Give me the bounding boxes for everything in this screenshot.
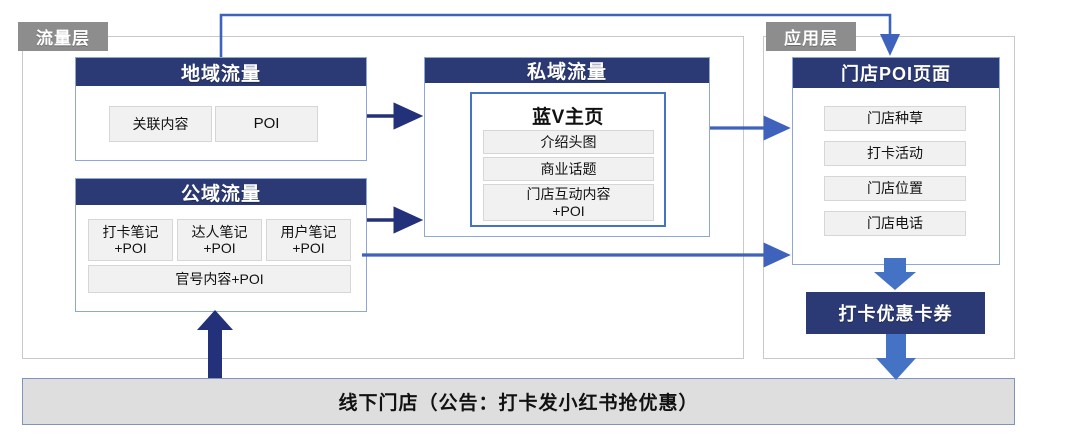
chip-private-2[interactable]: 门店互动内容 +POI [483,184,654,221]
chip-public-2[interactable]: 用户笔记 +POI [266,219,351,261]
panel-body-public-traffic: 打卡笔记 +POI 达人笔记 +POI 用户笔记 +POI 官号内容+POI [76,205,366,311]
chip-store-1[interactable]: 打卡活动 [824,141,966,166]
chip-regional-0[interactable]: 关联内容 [109,106,212,142]
chip-regional-1[interactable]: POI [215,106,318,142]
panel-title-private-traffic: 私域流量 [425,58,709,83]
panel-private-traffic[interactable]: 私域流量 蓝V主页 介绍头图 商业话题 门店互动内容 +POI [424,57,710,237]
chip-store-2[interactable]: 门店位置 [824,176,966,201]
panel-body-regional-traffic: 关联内容 POI [76,86,366,160]
offline-store-bar[interactable]: 线下门店（公告：打卡发小红书抢优惠） [22,378,1015,425]
panel-title-public-traffic: 公域流量 [76,179,366,205]
panel-title-regional-traffic: 地域流量 [76,58,366,86]
inner-title-blue-v-homepage: 蓝V主页 [532,107,604,128]
coupon-card-button[interactable]: 打卡优惠卡券 [806,292,985,334]
chip-store-3[interactable]: 门店电话 [824,211,966,236]
layer-tag-traffic: 流量层 [18,22,108,51]
chip-store-0[interactable]: 门店种草 [824,106,966,131]
panel-regional-traffic[interactable]: 地域流量 关联内容 POI [75,57,367,161]
chip-public-0[interactable]: 打卡笔记 +POI [88,219,173,261]
inner-box-blue-v-homepage[interactable]: 蓝V主页 介绍头图 商业话题 门店互动内容 +POI [470,92,666,227]
chip-private-0[interactable]: 介绍头图 [483,130,654,154]
panel-store-poi-page[interactable]: 门店POI页面 门店种草 打卡活动 门店位置 门店电话 [792,57,1000,265]
panel-body-store-poi-page: 门店种草 打卡活动 门店位置 门店电话 [793,88,999,266]
layer-tag-application: 应用层 [766,22,856,51]
chip-private-1[interactable]: 商业话题 [483,157,654,181]
chip-public-3[interactable]: 官号内容+POI [88,265,351,293]
panel-public-traffic[interactable]: 公域流量 打卡笔记 +POI 达人笔记 +POI 用户笔记 +POI 官号内容+… [75,178,367,312]
chip-public-1[interactable]: 达人笔记 +POI [177,219,262,261]
panel-title-store-poi-page: 门店POI页面 [793,58,999,88]
panel-body-private-traffic: 蓝V主页 介绍头图 商业话题 门店互动内容 +POI [425,83,709,236]
